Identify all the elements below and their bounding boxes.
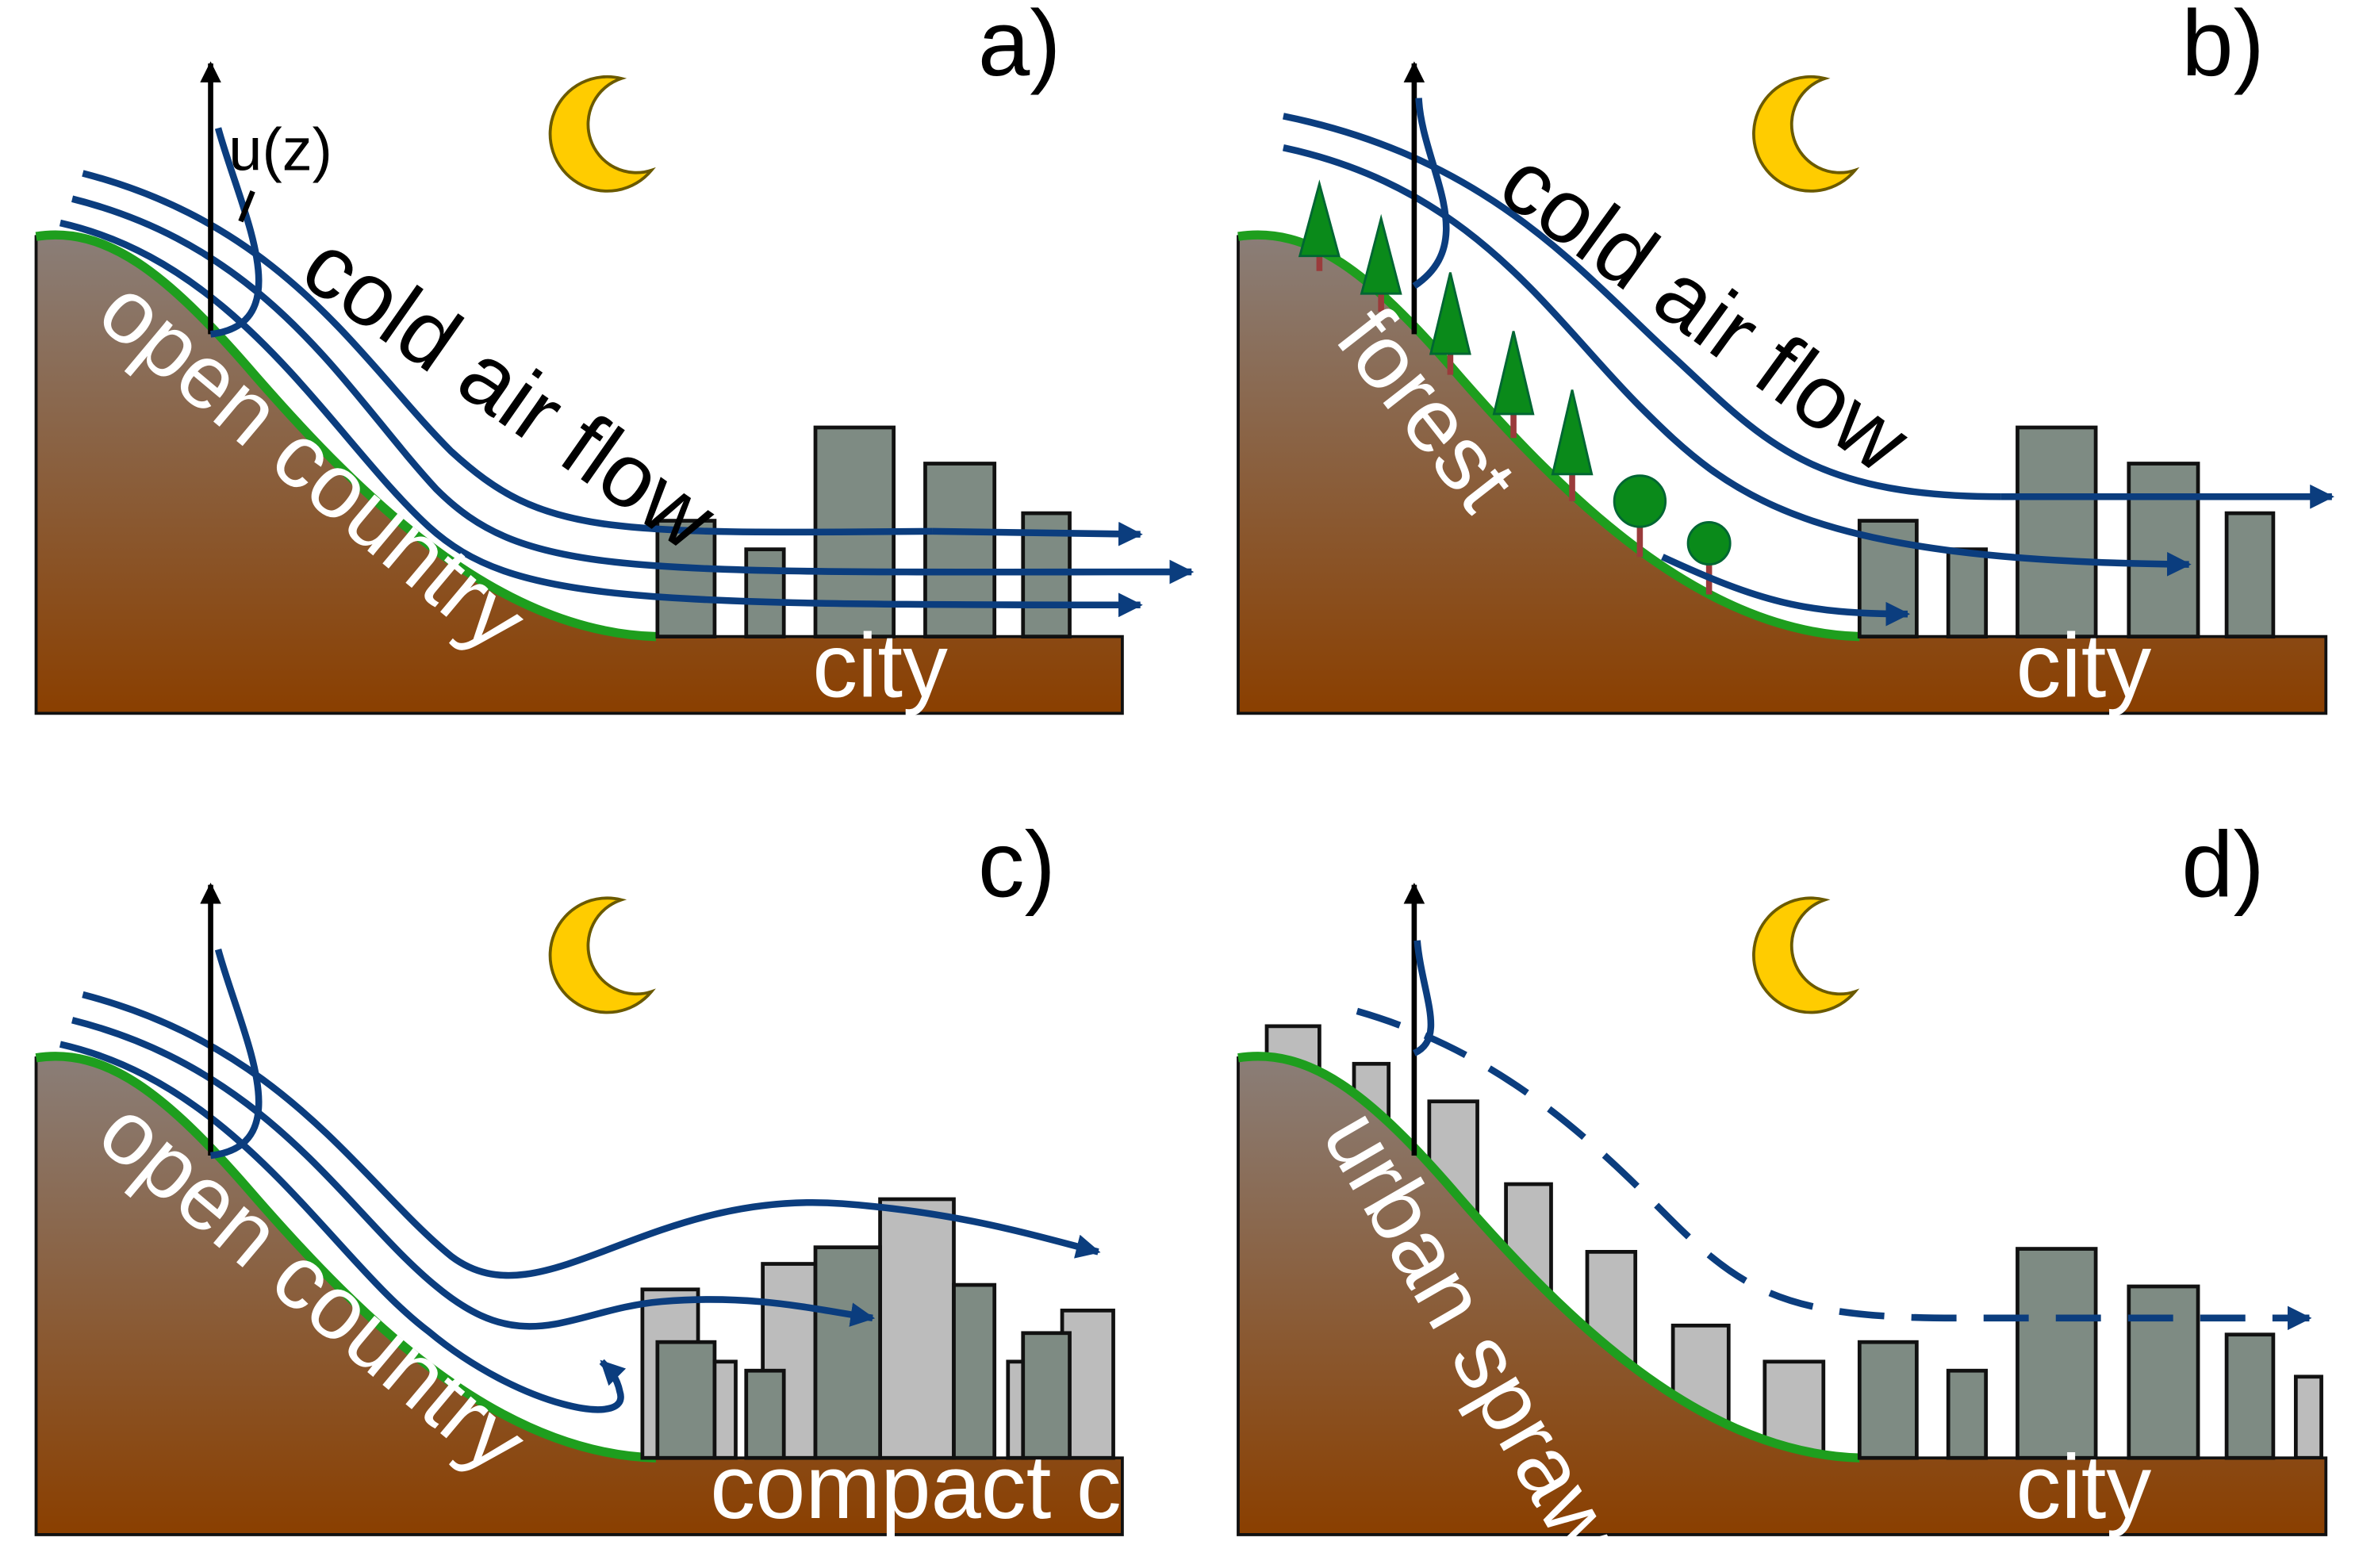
flow-line [82,991,1101,1279]
terrain-rim [35,230,657,642]
moon-icon [548,896,656,1014]
flow-line [1283,113,2001,500]
city-buildings [1857,425,2276,638]
building [1946,1368,1988,1460]
building [813,1245,882,1460]
building [2127,462,2200,638]
moon-icon [1752,75,1860,193]
building [655,1340,717,1460]
building [2016,1247,2098,1460]
flow-line [59,1041,627,1413]
flow-line [1661,554,1911,627]
panel-d: urban sprawl city d) [1237,813,2328,1568]
building [712,1359,738,1460]
cold-air-flow-lines [59,170,1195,618]
flow-line [71,195,1195,585]
building [2293,1374,2323,1460]
terrain-rim [1237,1052,1860,1463]
city-buildings-front [655,1245,1072,1460]
flow-line [59,219,1143,618]
terrain-rim [35,1052,657,1463]
wind-profile-curve [1412,940,1435,1056]
cold-air-flow-lines [59,991,1101,1413]
panel-b: forest cold air flow city b) [1237,0,2334,716]
profile-pointer [238,190,255,223]
city-buildings [1857,1247,2276,1460]
moon-icon [1752,896,1860,1014]
panel-c: open country compact city c) [34,813,1212,1538]
building [744,547,786,638]
trees [1298,179,1732,595]
flow-arrow [932,521,1143,546]
flow-line [82,170,933,536]
city-label: city [2016,615,2152,716]
building [952,1282,997,1460]
wind-profile-curve [210,127,263,338]
building [2016,425,2098,638]
city-label: city [812,615,948,716]
city-label: compact city [710,1437,1211,1538]
conifer-tree-icon [1551,389,1594,501]
wind-profile-curve [210,949,263,1160]
building [1021,1331,1072,1460]
building [923,462,997,638]
moon-icon [548,75,656,193]
panel-letter: d) [2181,813,2265,917]
profile-label: u(z) [228,117,332,184]
panel-letter: b) [2181,0,2265,95]
flow-line [71,1017,876,1330]
panel-letter: a) [978,0,1061,95]
conifer-tree-icon [1360,213,1402,312]
deciduous-tree-icon [1613,474,1667,558]
conifer-tree-icon [1429,272,1471,375]
building [878,1197,956,1460]
city-label: city [2016,1437,2152,1538]
panel-letter: c) [978,813,1056,917]
building [744,1368,786,1460]
building [2224,511,2276,638]
conifer-tree-icon [1492,331,1535,439]
building [655,519,717,638]
building [1946,547,1988,638]
building [2127,1284,2200,1460]
weak-flow-dashed-line [1356,1007,2312,1331]
building [2224,1332,2276,1460]
panel-a: u(z) open country cold air flow city a) [34,0,1195,716]
wind-profile-curve [1412,98,1450,289]
building [1857,1340,1919,1460]
conifer-tree-icon [1298,179,1341,271]
